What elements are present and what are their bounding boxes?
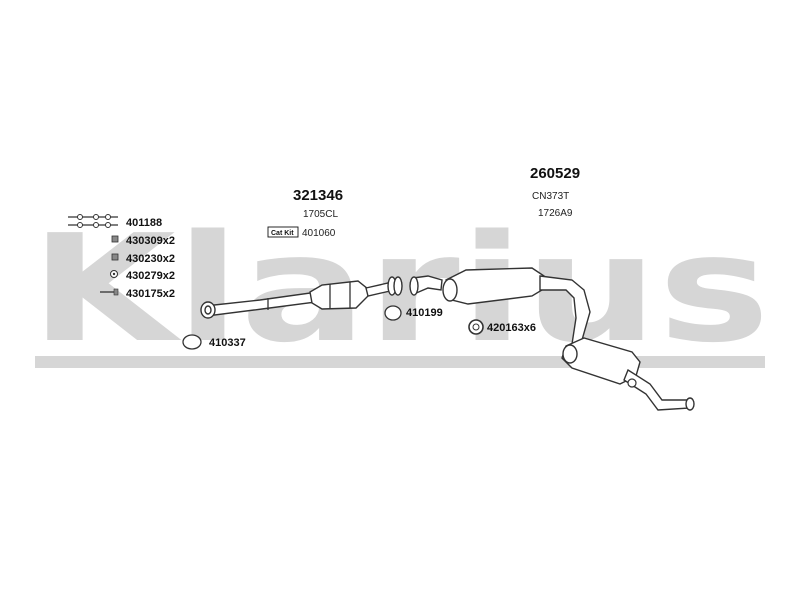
ring-icon: [384, 305, 402, 321]
bolt-pair-icon: [68, 214, 118, 228]
silencer-reference-2: 1726A9: [538, 208, 573, 219]
fitting-item-4[interactable]: 430175x2: [100, 288, 175, 300]
ring-icon: [182, 334, 202, 350]
cat-kit-number[interactable]: 401060: [302, 228, 336, 239]
cat-reference: 1705CL: [303, 209, 338, 220]
cat-kit-badge: Cat Kit: [267, 226, 299, 238]
fitting-label: 430279x2: [126, 270, 175, 282]
nut-icon: [111, 253, 119, 261]
gasket-mid-ring[interactable]: 410199: [384, 305, 443, 321]
catalytic-converter-labels: 321346 1705CL Cat Kit 401060: [267, 187, 343, 239]
fitting-label: 401188: [126, 217, 162, 229]
exhaust-system-drawing: [200, 267, 695, 411]
gasket-label: 410199: [406, 307, 443, 319]
fitting-label: 430309x2: [126, 235, 175, 247]
silencer-part-number[interactable]: 260529: [530, 165, 580, 182]
gasket-front-ring[interactable]: 410337: [182, 334, 246, 350]
fitting-item-1[interactable]: 430309x2: [111, 235, 175, 247]
fitting-label: 430175x2: [126, 288, 175, 300]
fitting-item-2[interactable]: 430230x2: [111, 253, 175, 265]
watermark-underline: [35, 356, 765, 368]
nut-icon: [111, 235, 119, 243]
fittings-list: 401188 430309x2 430230x2 430279x2 430175…: [68, 214, 175, 300]
silencer-reference-1: CN373T: [532, 191, 569, 202]
fitting-item-0[interactable]: 401188: [68, 214, 162, 230]
gasket-label: 410337: [209, 337, 246, 349]
fitting-item-3[interactable]: 430279x2: [110, 270, 175, 282]
rear-silencer-labels: 260529 CN373T 1726A9: [530, 165, 580, 219]
bolt-icon: [100, 288, 119, 296]
gasket-label: 420163x6: [487, 322, 536, 334]
cat-kit-label: Cat Kit: [271, 230, 294, 237]
gasket-mount-rubber[interactable]: 420163x6: [468, 319, 536, 335]
fitting-label: 430230x2: [126, 253, 175, 265]
cat-part-number[interactable]: 321346: [293, 187, 343, 204]
